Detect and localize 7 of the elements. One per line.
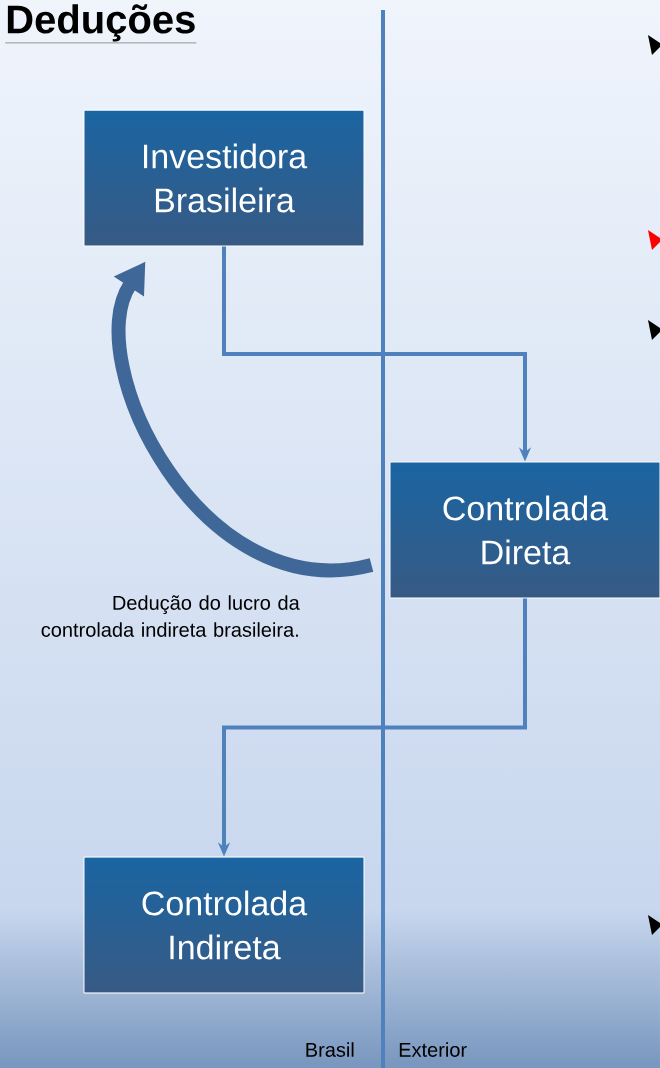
process-box: Investidora Brasileira bbox=[83, 109, 365, 247]
title: Deduções bbox=[5, 4, 197, 44]
process-box: Controlada Direta bbox=[389, 461, 660, 599]
process-box: Controlada Indireta bbox=[83, 856, 365, 994]
note-text: Brasil bbox=[306, 1042, 354, 1057]
note-text: Exterior bbox=[399, 1042, 467, 1057]
note-text: Dedução do lucro da controlada indireta brasileira. bbox=[41, 595, 300, 637]
